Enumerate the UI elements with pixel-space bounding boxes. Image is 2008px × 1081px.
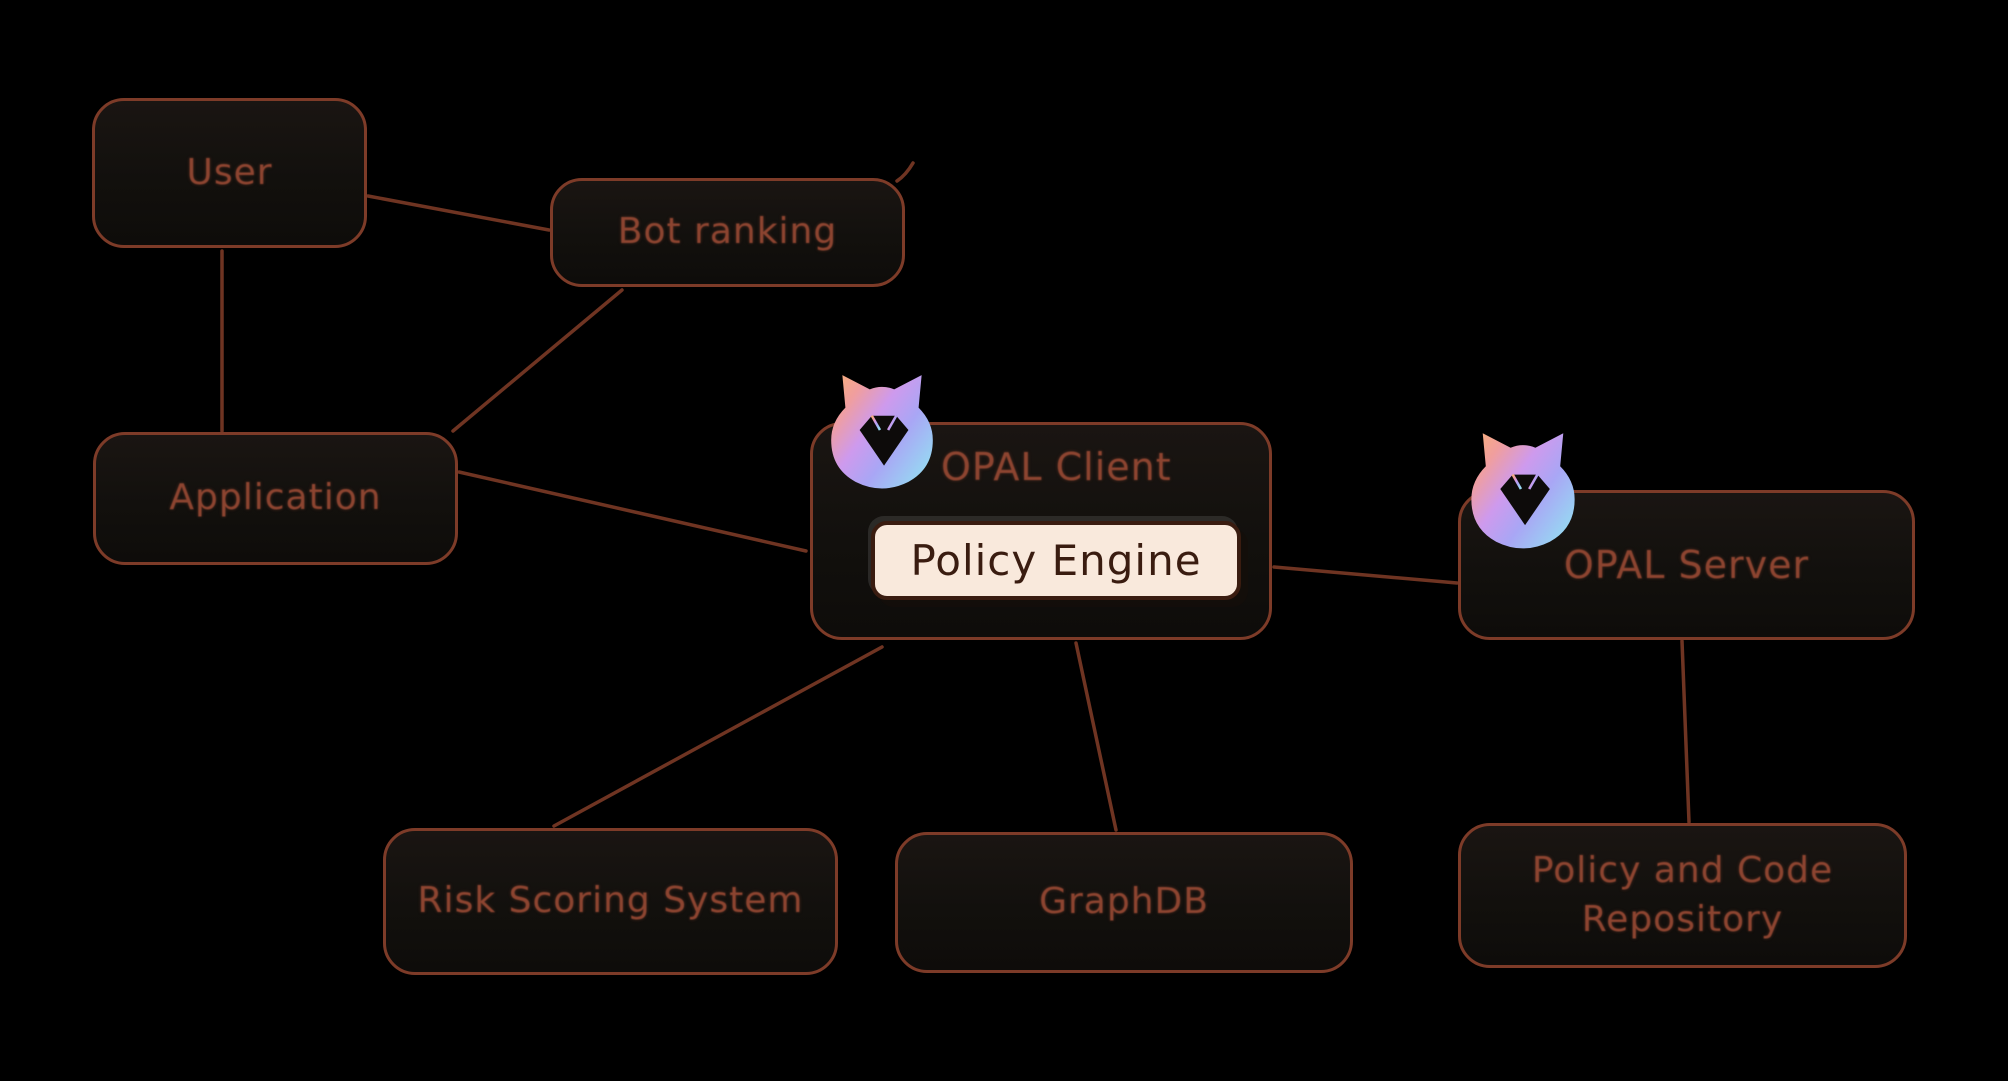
node-graphdb-label: GraphDB — [1039, 881, 1209, 923]
node-risk-scoring-system[interactable]: Risk Scoring System — [383, 828, 838, 975]
edge-application-opal-client — [457, 470, 808, 553]
node-opal-server-title: OPAL Server — [1563, 543, 1810, 587]
node-application-label: Application — [169, 477, 382, 519]
node-bot-ranking-label: Bot ranking — [617, 211, 838, 253]
node-user[interactable]: User — [92, 98, 367, 248]
node-risk-scoring-label: Risk Scoring System — [417, 880, 804, 922]
edge-bot-ranking-application — [451, 288, 624, 433]
opal-logo-icon — [1471, 433, 1575, 549]
node-application[interactable]: Application — [93, 432, 458, 565]
edge-opal-client-graphdb — [1074, 641, 1118, 832]
node-opal-client-title: OPAL Client — [941, 445, 1172, 489]
node-graphdb[interactable]: GraphDB — [895, 832, 1353, 973]
edge-opal-server-policy-repo — [1680, 639, 1691, 824]
node-opal-client[interactable]: OPAL Client Policy Engine — [810, 375, 1272, 640]
node-policy-repo-label-line1: Policy and Code — [1531, 849, 1834, 891]
edge-opal-client-opal-server — [1272, 565, 1459, 585]
node-user-label: User — [186, 151, 273, 193]
policy-engine-label: Policy Engine — [910, 536, 1202, 585]
node-policy-code-repository[interactable]: Policy and Code Repository — [1458, 823, 1907, 968]
policy-engine-box[interactable]: Policy Engine — [871, 521, 1241, 600]
edge-user-bot-ranking — [366, 194, 551, 232]
node-opal-server[interactable]: OPAL Server — [1458, 433, 1915, 640]
edge-opal-client-risk-scoring — [552, 645, 884, 828]
node-bot-ranking[interactable]: Bot ranking — [550, 178, 905, 287]
opal-logo-icon — [831, 375, 933, 489]
node-policy-repo-label-line2: Repository — [1581, 898, 1784, 940]
